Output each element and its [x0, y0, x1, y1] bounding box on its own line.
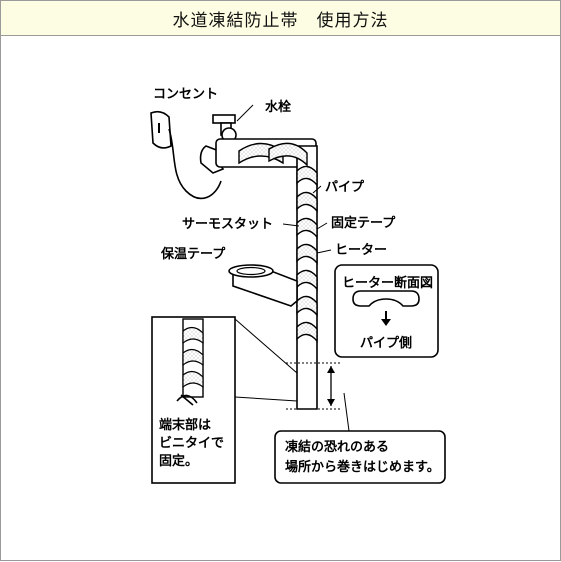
- label-thermostat: サーモスタット: [182, 217, 273, 232]
- insulation-tape-roll: [228, 264, 298, 307]
- label-pipe: パイプ: [325, 180, 365, 195]
- heater-wrap: [238, 142, 318, 343]
- heater-cross-section-icon: [352, 290, 420, 307]
- inset-note-line-1: 端末部は: [159, 417, 211, 433]
- label-insulation-tape: 保温テープ: [160, 246, 226, 262]
- label-cross-section-title: ヒーター断面図: [342, 275, 433, 291]
- label-pipe-side: パイプ側: [360, 335, 412, 351]
- callout-box: [274, 430, 446, 484]
- callout-note-line-1: 凍結の恐れのある: [285, 439, 389, 455]
- inset-note-line-3: 固定。: [159, 453, 198, 469]
- label-outlet: コンセント: [153, 87, 218, 102]
- vinyl-tie-icon: [176, 394, 198, 406]
- arrow-down-icon: [381, 319, 391, 326]
- label-fixing-tape: 固定テープ: [331, 215, 396, 231]
- end-detail-inset: [151, 316, 298, 484]
- callout-note-line-2: 場所から巻きはじめます。: [285, 459, 440, 475]
- outlet-icon: [150, 110, 172, 149]
- thermostat-leader: [282, 223, 300, 227]
- label-heater: ヒーター: [335, 243, 387, 258]
- power-cord: [168, 128, 222, 200]
- inset-note-line-2: ビニタイで: [159, 435, 224, 451]
- start-range-marker: [286, 362, 350, 432]
- label-faucet: 水栓: [265, 99, 291, 115]
- heater-cross-section-box: [334, 264, 439, 358]
- page-title: 水道凍結防止帯 使用方法: [1, 1, 560, 36]
